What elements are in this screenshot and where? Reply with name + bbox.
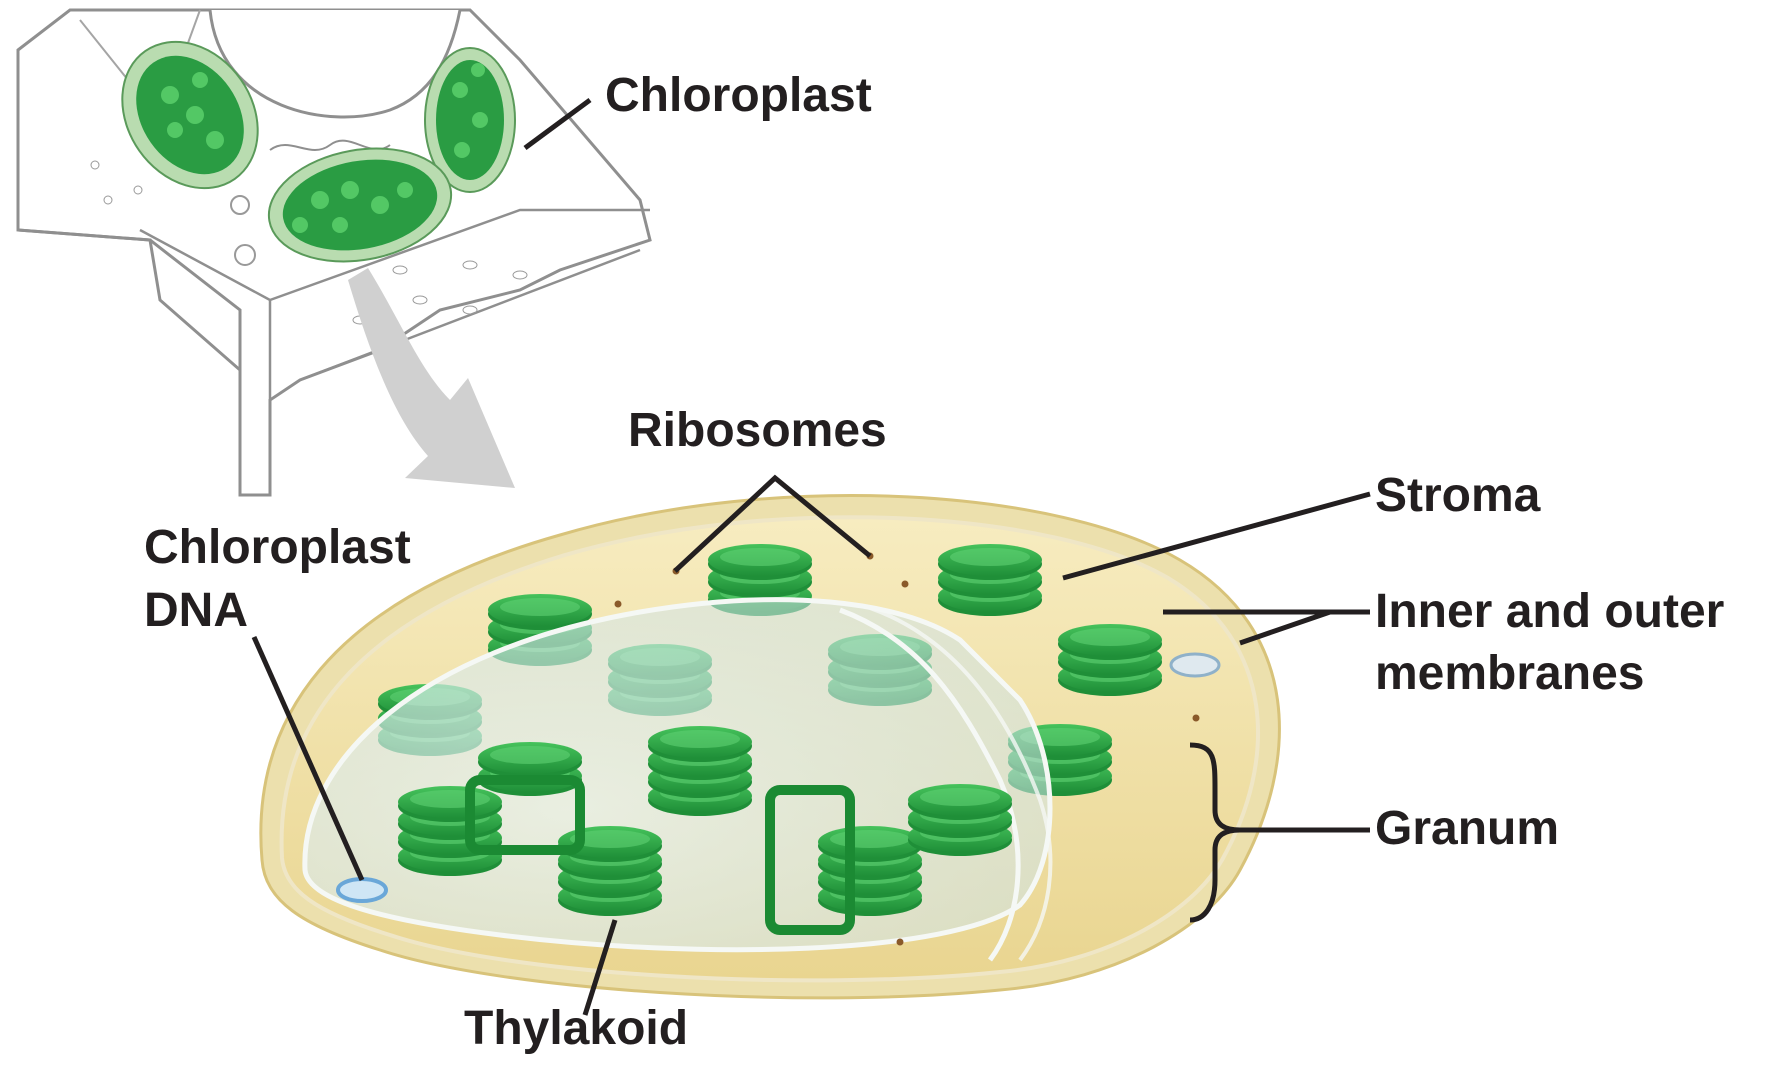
label-chloroplast-dna-line1: Chloroplast [144,519,411,577]
label-membranes-line2: membranes [1375,645,1644,703]
label-membranes-line1: Inner and outer [1375,583,1724,641]
label-chloroplast-dna-line2: DNA [144,582,248,640]
cell-fragment [18,10,650,495]
label-granum: Granum [1375,800,1559,858]
label-ribosomes: Ribosomes [628,402,887,460]
label-thylakoid: Thylakoid [464,1000,688,1058]
chloroplast-dna [338,879,386,901]
label-stroma: Stroma [1375,467,1540,525]
chloroplast-3d [261,495,1280,997]
label-chloroplast: Chloroplast [605,67,872,125]
